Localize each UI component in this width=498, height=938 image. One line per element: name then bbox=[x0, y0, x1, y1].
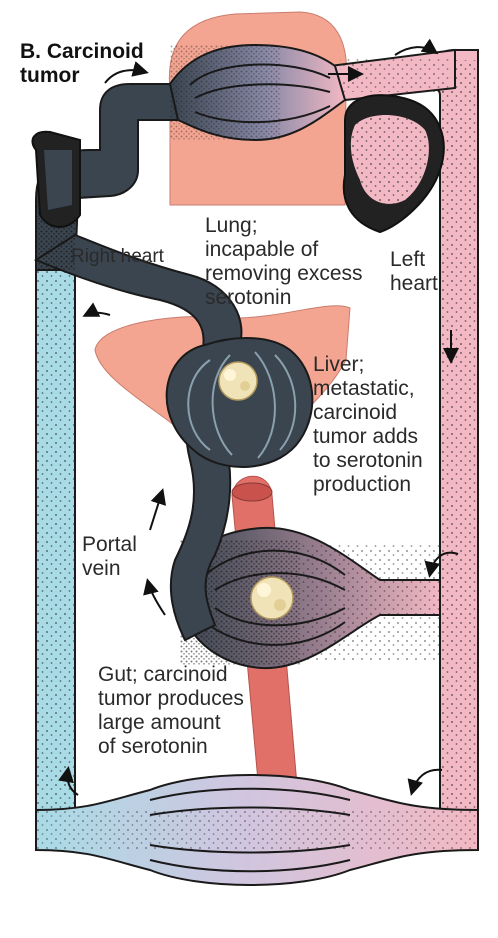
aorta-opening bbox=[232, 483, 272, 501]
diagram-title: B. Carcinoid tumor bbox=[20, 40, 144, 88]
left-heart bbox=[344, 95, 444, 232]
gut-tumor bbox=[251, 577, 293, 619]
lung-label: Lung; incapable of removing excess serot… bbox=[205, 214, 363, 310]
liver-tumor bbox=[219, 362, 257, 400]
gut-label: Gut; carcinoid tumor produces large amou… bbox=[98, 663, 244, 759]
gut-capillary-bed bbox=[180, 528, 440, 668]
liver-label: Liver; metastatic, carcinoid tumor adds … bbox=[313, 353, 423, 497]
portal-vein-label: Portal vein bbox=[82, 533, 137, 581]
right-heart-label: Right heart bbox=[71, 245, 164, 268]
left-heart-label: Left heart bbox=[390, 248, 438, 296]
